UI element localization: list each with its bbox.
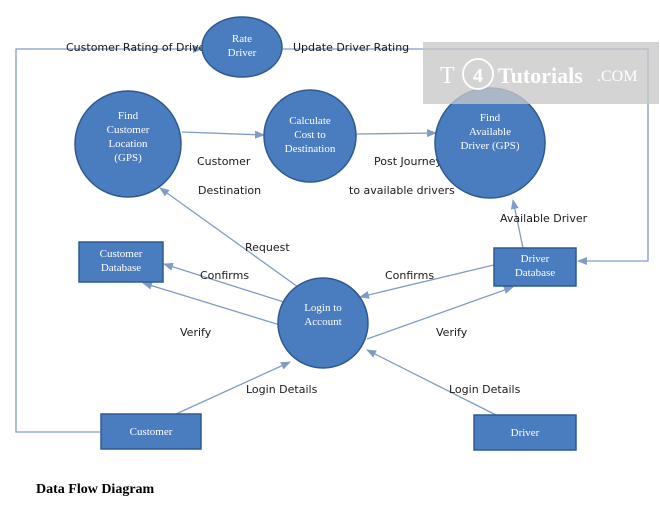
diagram-caption: Data Flow Diagram xyxy=(36,482,155,497)
process-find-customer-location: Find Customer Location (GPS) xyxy=(74,90,182,198)
flow-request xyxy=(159,187,299,288)
process-calculate-cost-label-line1: Calculate xyxy=(289,115,331,127)
process-calculate-cost-label-line3: Destination xyxy=(285,143,336,155)
process-find-available-driver-label-line1: Find xyxy=(480,112,501,124)
store-customer-database-label-line2: Database xyxy=(101,262,141,274)
process-calculate-cost-label-line2: Cost to xyxy=(294,129,326,141)
store-driver-database-label-line1: Driver xyxy=(521,253,550,265)
store-driver-database-label-line2: Database xyxy=(515,267,555,279)
watermark-logo: T 4 Tutorials .COM xyxy=(423,42,659,104)
process-find-customer-location-label-line4: (GPS) xyxy=(114,152,142,164)
watermark-prefix: T xyxy=(440,63,455,89)
watermark-number: 4 xyxy=(473,65,483,87)
process-find-available-driver: Find Available Driver (GPS) xyxy=(434,87,546,199)
store-customer-database: Customer Database xyxy=(78,241,164,283)
process-rate-driver-label-line2: Driver xyxy=(228,47,257,59)
entity-driver-label: Driver xyxy=(511,427,540,439)
label-customer-destination-line1: Customer xyxy=(197,155,251,168)
label-login-details-driver: Login Details xyxy=(449,383,521,396)
flow-available-driver xyxy=(510,199,524,249)
process-login-to-account-label-line2: Account xyxy=(304,316,341,328)
process-login-to-account-label-line1: Login to xyxy=(304,302,342,314)
process-find-available-driver-label-line3: Driver (GPS) xyxy=(461,140,520,152)
label-confirms-driver: Confirms xyxy=(385,269,434,282)
label-post-journey-line1: Post Journey xyxy=(374,155,443,168)
process-find-customer-location-label-line1: Find xyxy=(118,110,139,122)
entity-customer-label: Customer xyxy=(130,426,173,438)
label-request: Request xyxy=(245,241,290,254)
label-available-driver: Available Driver xyxy=(500,212,588,225)
label-customer-rating-of-driver: Customer Rating of Driver xyxy=(66,41,210,54)
flow-post-journey xyxy=(354,129,437,138)
label-login-details-customer: Login Details xyxy=(246,383,318,396)
flow-verify-driver xyxy=(366,286,514,340)
label-confirms-customer: Confirms xyxy=(200,269,249,282)
watermark-suffix: .COM xyxy=(597,68,637,85)
label-post-journey-line2: to available drivers xyxy=(349,184,455,197)
flow-login-details-driver xyxy=(366,349,497,416)
flow-verify-customer xyxy=(142,281,281,326)
process-find-customer-location-label-line3: Location xyxy=(108,138,148,150)
process-find-customer-location-label-line2: Customer xyxy=(107,124,150,136)
flow-customer-rating-of-driver xyxy=(15,45,203,433)
process-find-available-driver-label-line2: Available xyxy=(469,126,511,138)
label-update-driver-rating: Update Driver Rating xyxy=(293,41,409,54)
flow-login-details-customer xyxy=(175,361,291,415)
flow-confirms-driver xyxy=(359,263,499,299)
flow-confirms-customer xyxy=(163,262,291,305)
watermark-brand: Tutorials xyxy=(498,63,583,88)
store-driver-database: Driver Database xyxy=(493,247,577,287)
flow-customer-destination xyxy=(181,130,265,139)
entity-customer: Customer xyxy=(100,413,202,450)
entity-driver: Driver xyxy=(473,414,577,451)
store-customer-database-label-line1: Customer xyxy=(100,248,143,260)
process-rate-driver: Rate Driver xyxy=(201,16,283,78)
label-customer-destination-line2: Destination xyxy=(198,184,261,197)
process-login-to-account: Login to Account xyxy=(277,277,369,369)
process-calculate-cost: Calculate Cost to Destination xyxy=(263,89,357,183)
label-verify-customer: Verify xyxy=(180,326,212,339)
process-rate-driver-label-line1: Rate xyxy=(232,33,252,45)
label-verify-driver: Verify xyxy=(436,326,468,339)
